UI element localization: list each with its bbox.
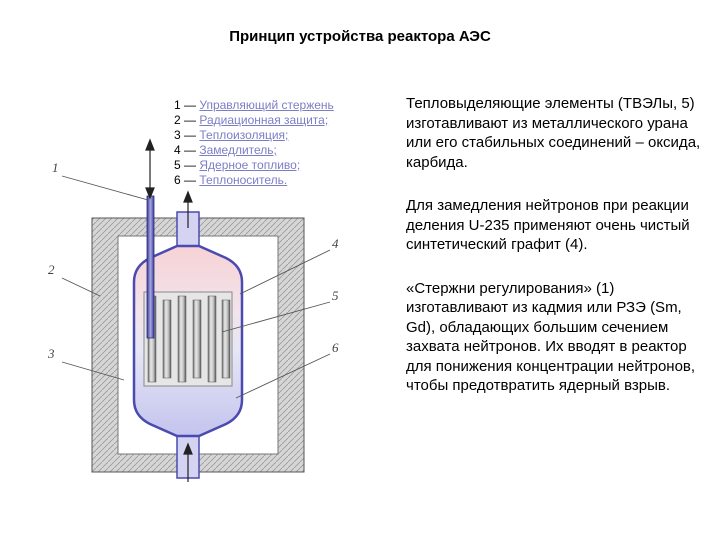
control-rod [146, 195, 155, 339]
legend-item-1: 1 — Управляющий стержень [174, 98, 334, 112]
legend-label: Теплоизоляция; [199, 128, 289, 142]
moderator-block [143, 291, 233, 387]
coolant-flow-arrow [183, 190, 193, 482]
legend-label: Замедлитель; [199, 143, 277, 157]
legend-num: 5 [174, 158, 181, 172]
legend-item-2: 2 — Радиационная защита; [174, 113, 329, 127]
paragraph-moderator: Для замедления нейтронов при реакции дел… [406, 197, 690, 253]
callout-1: 1 [52, 160, 59, 175]
legend-item-3: 3 — Теплоизоляция; [174, 128, 289, 142]
legend-label: Ядерное топливо; [199, 158, 301, 172]
paragraph-fuel-elements: Тепловыделяющие элементы (ТВЭЛы, 5) изго… [406, 95, 701, 171]
control-rod-arrow [145, 138, 155, 200]
callout-4: 4 [332, 236, 339, 251]
description-text: Тепловыделяющие элементы (ТВЭЛы, 5) изго… [406, 94, 706, 420]
legend-item-5: 5 — Ядерное топливо; [174, 158, 301, 172]
legend-num: 6 [174, 173, 181, 187]
legend-num: 2 [174, 113, 181, 127]
legend-label: Теплоноситель. [199, 173, 288, 187]
paragraph-control-rods: «Стержни регулирования» (1) изготавливаю… [406, 279, 696, 395]
legend-num: 3 [174, 128, 181, 142]
callout-3: 3 [47, 346, 55, 361]
legend-label: Управляющий стержень [199, 98, 334, 112]
callout-6: 6 [332, 340, 339, 355]
legend-item-6: 6 — Теплоноситель. [174, 173, 288, 187]
legend-label: Радиационная защита; [199, 113, 329, 127]
callout-2: 2 [48, 262, 55, 277]
legend-num: 4 [174, 143, 181, 157]
page-title: Принцип устройства реактора АЭС [229, 28, 491, 45]
legend-num: 1 [174, 98, 181, 112]
callout-5: 5 [332, 288, 339, 303]
leader-lines [61, 175, 331, 399]
legend-item-4: 4 — Замедлитель; [174, 143, 277, 157]
